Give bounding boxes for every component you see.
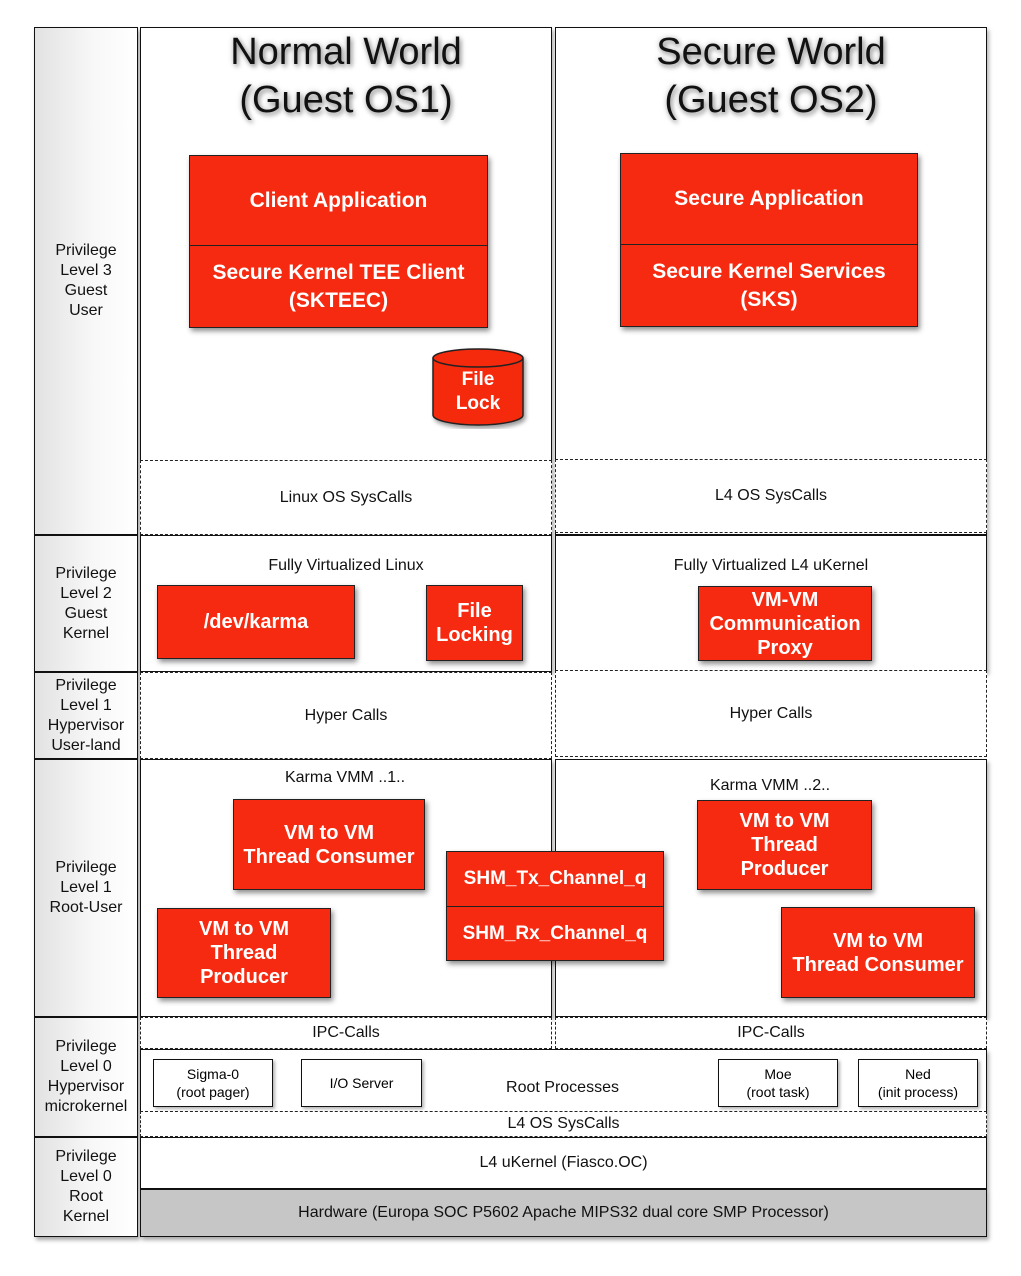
karma-vmm-1-title: Karma VMM ..1.. — [284, 769, 406, 786]
normal-app-stack: Client Application Secure Kernel TEE Cli… — [189, 155, 488, 328]
l4-ukernel-fiasco: L4 uKernel (Fiasco.OC) — [140, 1137, 987, 1189]
root-processes-label: Root Processes — [506, 1079, 619, 1096]
shm-tx-channel: SHM_Tx_Channel_q — [447, 852, 663, 907]
shm-rx-channel: SHM_Rx_Channel_q — [462, 922, 648, 944]
secure-app-stack: Secure Application Secure Kernel Service… — [620, 153, 918, 327]
normal-thread-producer-box: VM to VM Thread Producer — [157, 908, 331, 998]
l4-os-syscalls-root: L4 OS SysCalls — [140, 1111, 987, 1137]
io-server-box: I/O Server — [301, 1059, 422, 1107]
secure-thread-consumer-box: VM to VM Thread Consumer — [781, 907, 975, 998]
linux-os-syscalls: Linux OS SysCalls — [140, 460, 552, 535]
dev-karma-box: /dev/karma — [157, 585, 355, 659]
privilege-level-3-guest-user: Privilege Level 3 Guest User — [34, 27, 138, 535]
secure-application-box: Secure Application — [621, 154, 917, 245]
secure-world-title: Secure World (Guest OS2) — [656, 31, 886, 121]
karma-vmm-2-title: Karma VMM ..2.. — [709, 777, 831, 794]
vm-communication-proxy-box: VM-VM Communication Proxy — [698, 586, 872, 661]
l4-os-syscalls-secure: L4 OS SysCalls — [555, 459, 987, 533]
client-application-box: Client Application — [190, 156, 487, 246]
sks-box: Secure Kernel Services (SKS) — [652, 259, 886, 311]
privilege-level-1-hypervisor-userland: Privilege Level 1 Hypervisor User-land — [34, 672, 138, 759]
privilege-level-1-root-user: Privilege Level 1 Root-User — [34, 759, 138, 1017]
file-locking-box: File Locking — [426, 585, 523, 661]
fully-virtualized-l4-title: Fully Virtualized L4 uKernel — [673, 557, 869, 574]
normal-hyper-calls: Hyper Calls — [140, 672, 552, 759]
moe-box: Moe (root task) — [718, 1059, 838, 1107]
ned-box: Ned (init process) — [858, 1059, 978, 1107]
file-lock-label: File Lock — [455, 369, 501, 414]
sigma0-box: Sigma-0 (root pager) — [153, 1059, 273, 1107]
fully-virtualized-linux-title: Fully Virtualized Linux — [268, 557, 424, 574]
skteec-box: Secure Kernel TEE Client (SKTEEC) — [212, 260, 465, 312]
privilege-level-0-root-kernel: Privilege Level 0 Root Kernel — [34, 1137, 138, 1237]
secure-thread-producer-box: VM to VM Thread Producer — [697, 800, 872, 890]
shm-channel-stack: SHM_Tx_Channel_q SHM_Rx_Channel_q — [446, 851, 664, 961]
normal-thread-consumer-box: VM to VM Thread Consumer — [233, 799, 425, 890]
secure-ipc-calls: IPC-Calls — [555, 1017, 987, 1049]
secure-hyper-calls: Hyper Calls — [555, 670, 987, 757]
normal-ipc-calls: IPC-Calls — [140, 1017, 552, 1049]
privilege-level-0-hypervisor-microkernel: Privilege Level 0 Hypervisor microkernel — [34, 1017, 138, 1137]
file-lock-database-icon — [432, 348, 524, 426]
privilege-level-2-guest-kernel: Privilege Level 2 Guest Kernel — [34, 535, 138, 672]
hardware-layer: Hardware (Europa SOC P5602 Apache MIPS32… — [140, 1189, 987, 1237]
normal-world-title: Normal World (Guest OS1) — [230, 31, 462, 121]
